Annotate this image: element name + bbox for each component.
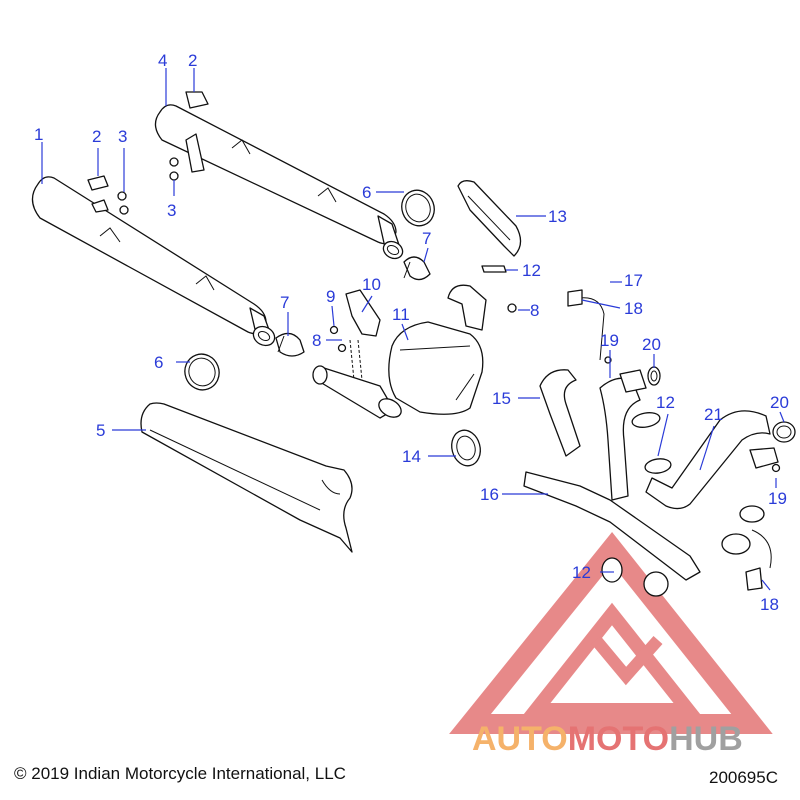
watermark-logo — [449, 532, 773, 734]
callout-6-a: 6 — [362, 183, 371, 202]
watermark-text: AUTOMOTOHUB — [472, 720, 743, 758]
copyright-notice: © 2019 Indian Motorcycle International, … — [14, 764, 346, 783]
callout-13: 13 — [548, 207, 567, 226]
callout-18-a: 18 — [624, 299, 643, 318]
callout-12-b: 12 — [656, 393, 675, 412]
callout-10: 10 — [362, 275, 381, 294]
heat-shield-upper — [457, 180, 522, 273]
muffler-upper — [154, 91, 404, 260]
callout-20-a: 20 — [642, 335, 661, 354]
callout-19-b: 19 — [768, 489, 787, 508]
clamp-rings — [601, 412, 765, 597]
callout-2-b: 2 — [188, 51, 197, 70]
callout-8-b: 8 — [530, 301, 539, 320]
heat-shield-lower — [140, 402, 353, 553]
u-clamps — [275, 256, 431, 357]
callout-20-b: 20 — [770, 393, 789, 412]
callout-9: 9 — [326, 287, 335, 306]
rear-pipe — [645, 410, 779, 510]
callout-7-a: 7 — [422, 229, 431, 248]
callout-8-a: 8 — [312, 331, 321, 350]
watermark-hub: HUB — [669, 720, 743, 758]
callout-18-b: 18 — [760, 595, 779, 614]
callout-4: 4 — [158, 51, 167, 70]
band-clamps — [184, 189, 435, 391]
head-pipe-front — [539, 369, 581, 457]
callout-12-a: 12 — [522, 261, 541, 280]
callout-labels: 1 2 3 4 2 3 5 6 6 7 7 9 10 8 8 11 13 12 … — [34, 51, 789, 614]
callout-14: 14 — [402, 447, 421, 466]
drawing-number: 200695C — [708, 768, 778, 787]
callout-17: 17 — [624, 271, 643, 290]
callout-3-b: 3 — [167, 201, 176, 220]
callout-6-b: 6 — [154, 353, 163, 372]
catalyst-housing — [312, 284, 487, 419]
callout-16: 16 — [480, 485, 499, 504]
callout-2-a: 2 — [92, 127, 101, 146]
callout-21: 21 — [704, 405, 723, 424]
callout-1: 1 — [34, 125, 43, 144]
callout-15: 15 — [492, 389, 511, 408]
watermark-auto: AUTO — [472, 720, 568, 758]
gasket-rings — [647, 366, 796, 443]
head-pipe-assembly — [523, 369, 701, 581]
watermark-moto: MOTO — [568, 720, 669, 758]
fasteners — [117, 157, 781, 473]
callout-19-a: 19 — [600, 331, 619, 350]
callout-11: 11 — [392, 305, 410, 324]
callout-5: 5 — [96, 421, 105, 440]
callout-12-c: 12 — [572, 563, 591, 582]
callout-3-a: 3 — [118, 127, 127, 146]
flange-gasket — [451, 429, 481, 467]
callout-7-b: 7 — [280, 293, 289, 312]
muffler-lower — [31, 175, 276, 347]
oxygen-sensors — [567, 289, 772, 591]
leader-lines — [41, 68, 785, 591]
bracket — [345, 289, 381, 381]
